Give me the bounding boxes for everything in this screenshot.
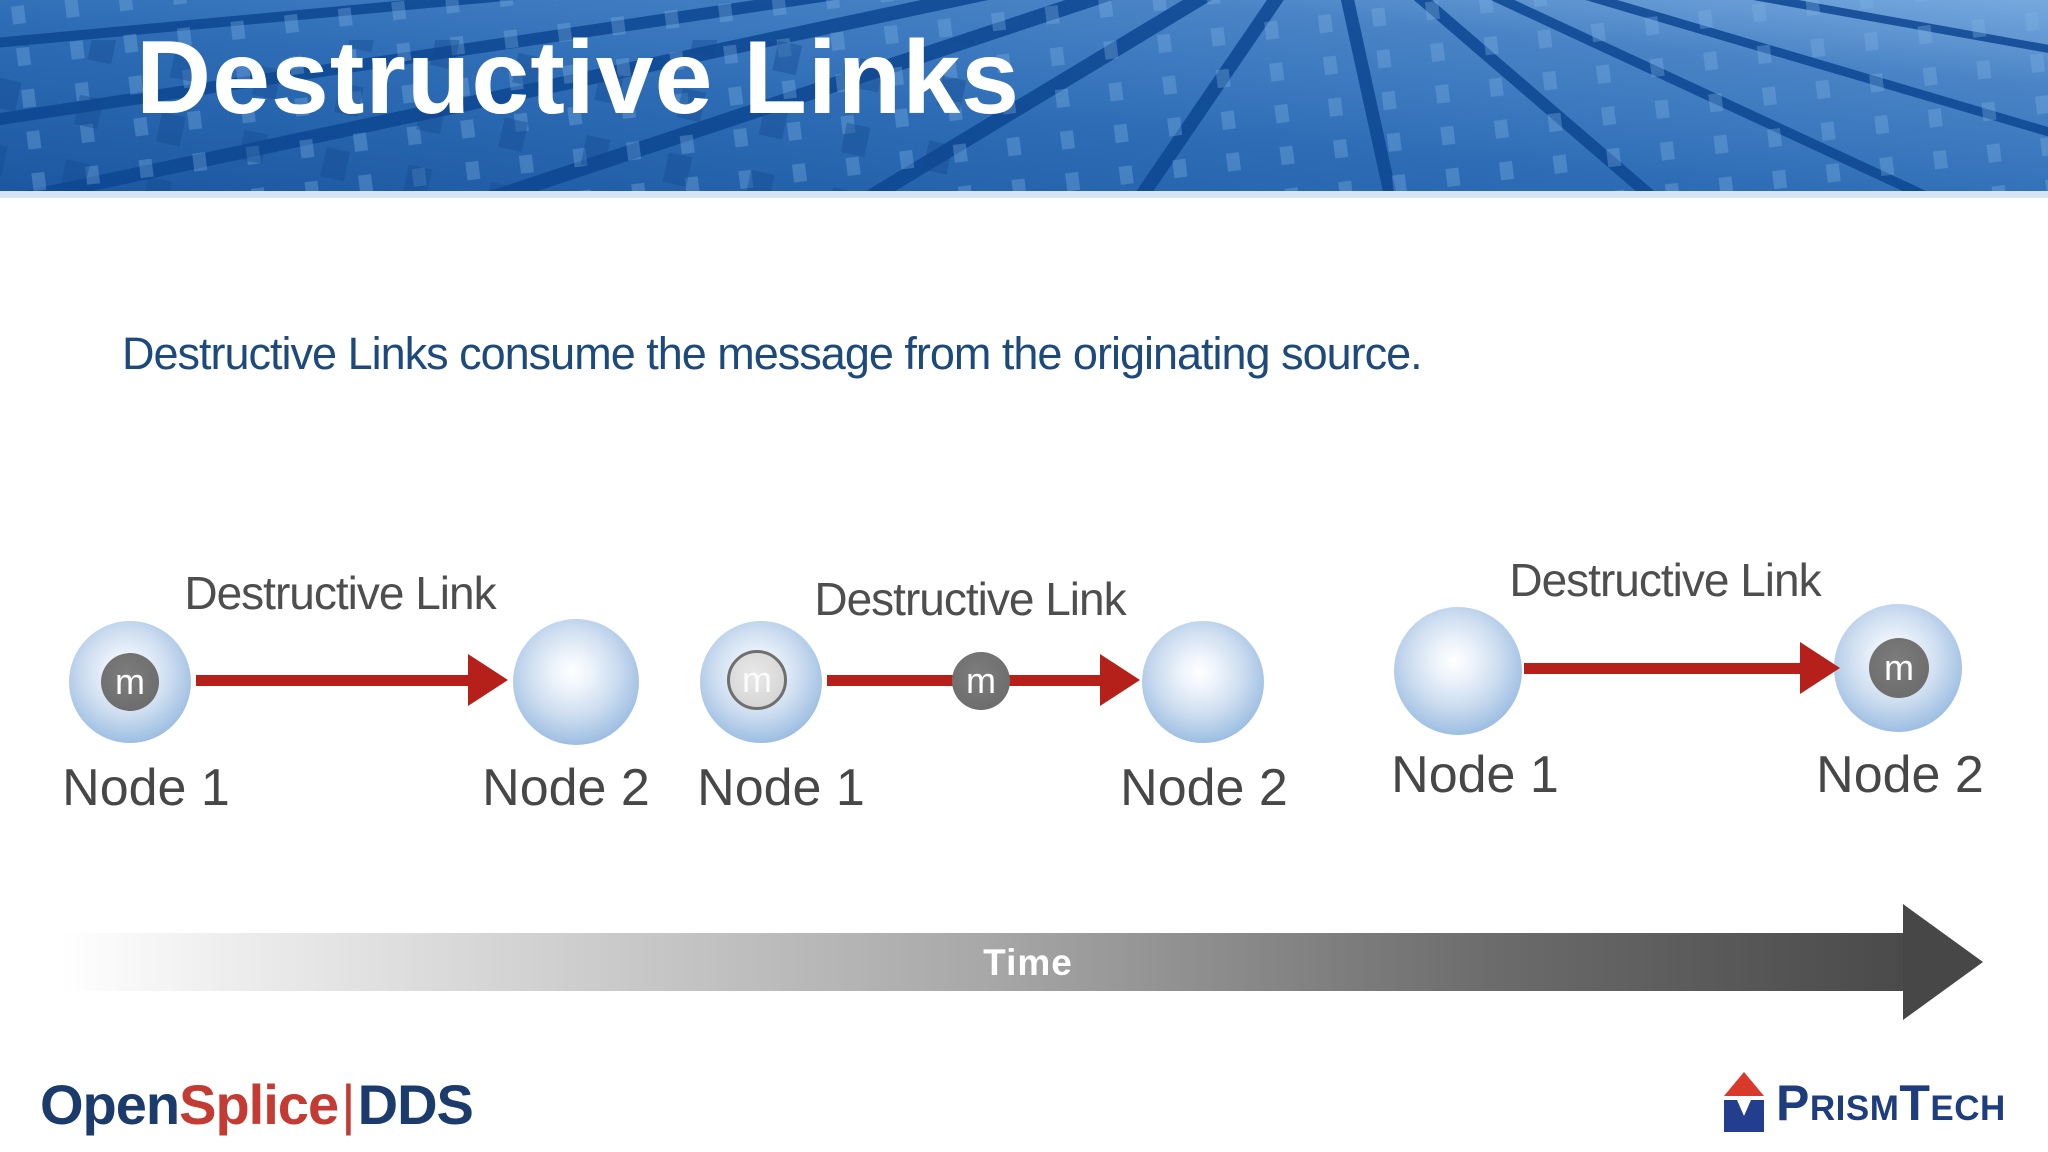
time-arrow-head [1903,904,1983,1020]
node1-label: Node 1 [62,759,230,817]
message-badge-faded: m [727,650,787,710]
opensplice-dds-text: DDS [357,1073,474,1136]
slide-title: Destructive Links [136,20,1020,136]
prismtech-logo: PrismTech [1720,1070,2006,1134]
destructive-link-label: Destructive Link [814,573,1126,625]
node1-label: Node 1 [697,759,865,817]
node1-label: Node 1 [1391,746,1559,804]
link-arrow-head [1100,654,1140,706]
message-badge: m [101,653,159,711]
slide-subtitle: Destructive Links consume the message fr… [122,328,1423,379]
destructive-link-label: Destructive Link [1509,554,1821,606]
link-arrow-line [1524,663,1800,674]
link-arrow-head [1800,642,1840,694]
header-banner: Destructive Links [0,0,2048,198]
link-arrow-line [196,675,468,686]
destructive-link-label: Destructive Link [184,567,496,619]
time-arrow-bar [60,933,1905,991]
opensplice-dds-logo: OpenSplice|DDS [40,1072,474,1137]
node2-label: Node 2 [482,759,650,817]
message-badge-in-transit: m [952,652,1010,710]
prismtech-mark-icon [1724,1072,1764,1132]
node2-label: Node 2 [1816,746,1984,804]
node1-sphere [1394,607,1522,735]
opensplice-open-text: Open [40,1073,180,1136]
node2-sphere [1142,621,1264,743]
opensplice-divider: | [341,1073,356,1136]
message-badge: m [1869,638,1929,698]
node2-label: Node 2 [1120,759,1288,817]
opensplice-splice-text: Splice [179,1073,339,1136]
header-background-pattern [0,0,2048,198]
node2-sphere [513,619,639,745]
prismtech-wordmark: PrismTech [1776,1075,2006,1131]
link-arrow-head [468,654,508,706]
time-label: Time [983,942,1073,983]
